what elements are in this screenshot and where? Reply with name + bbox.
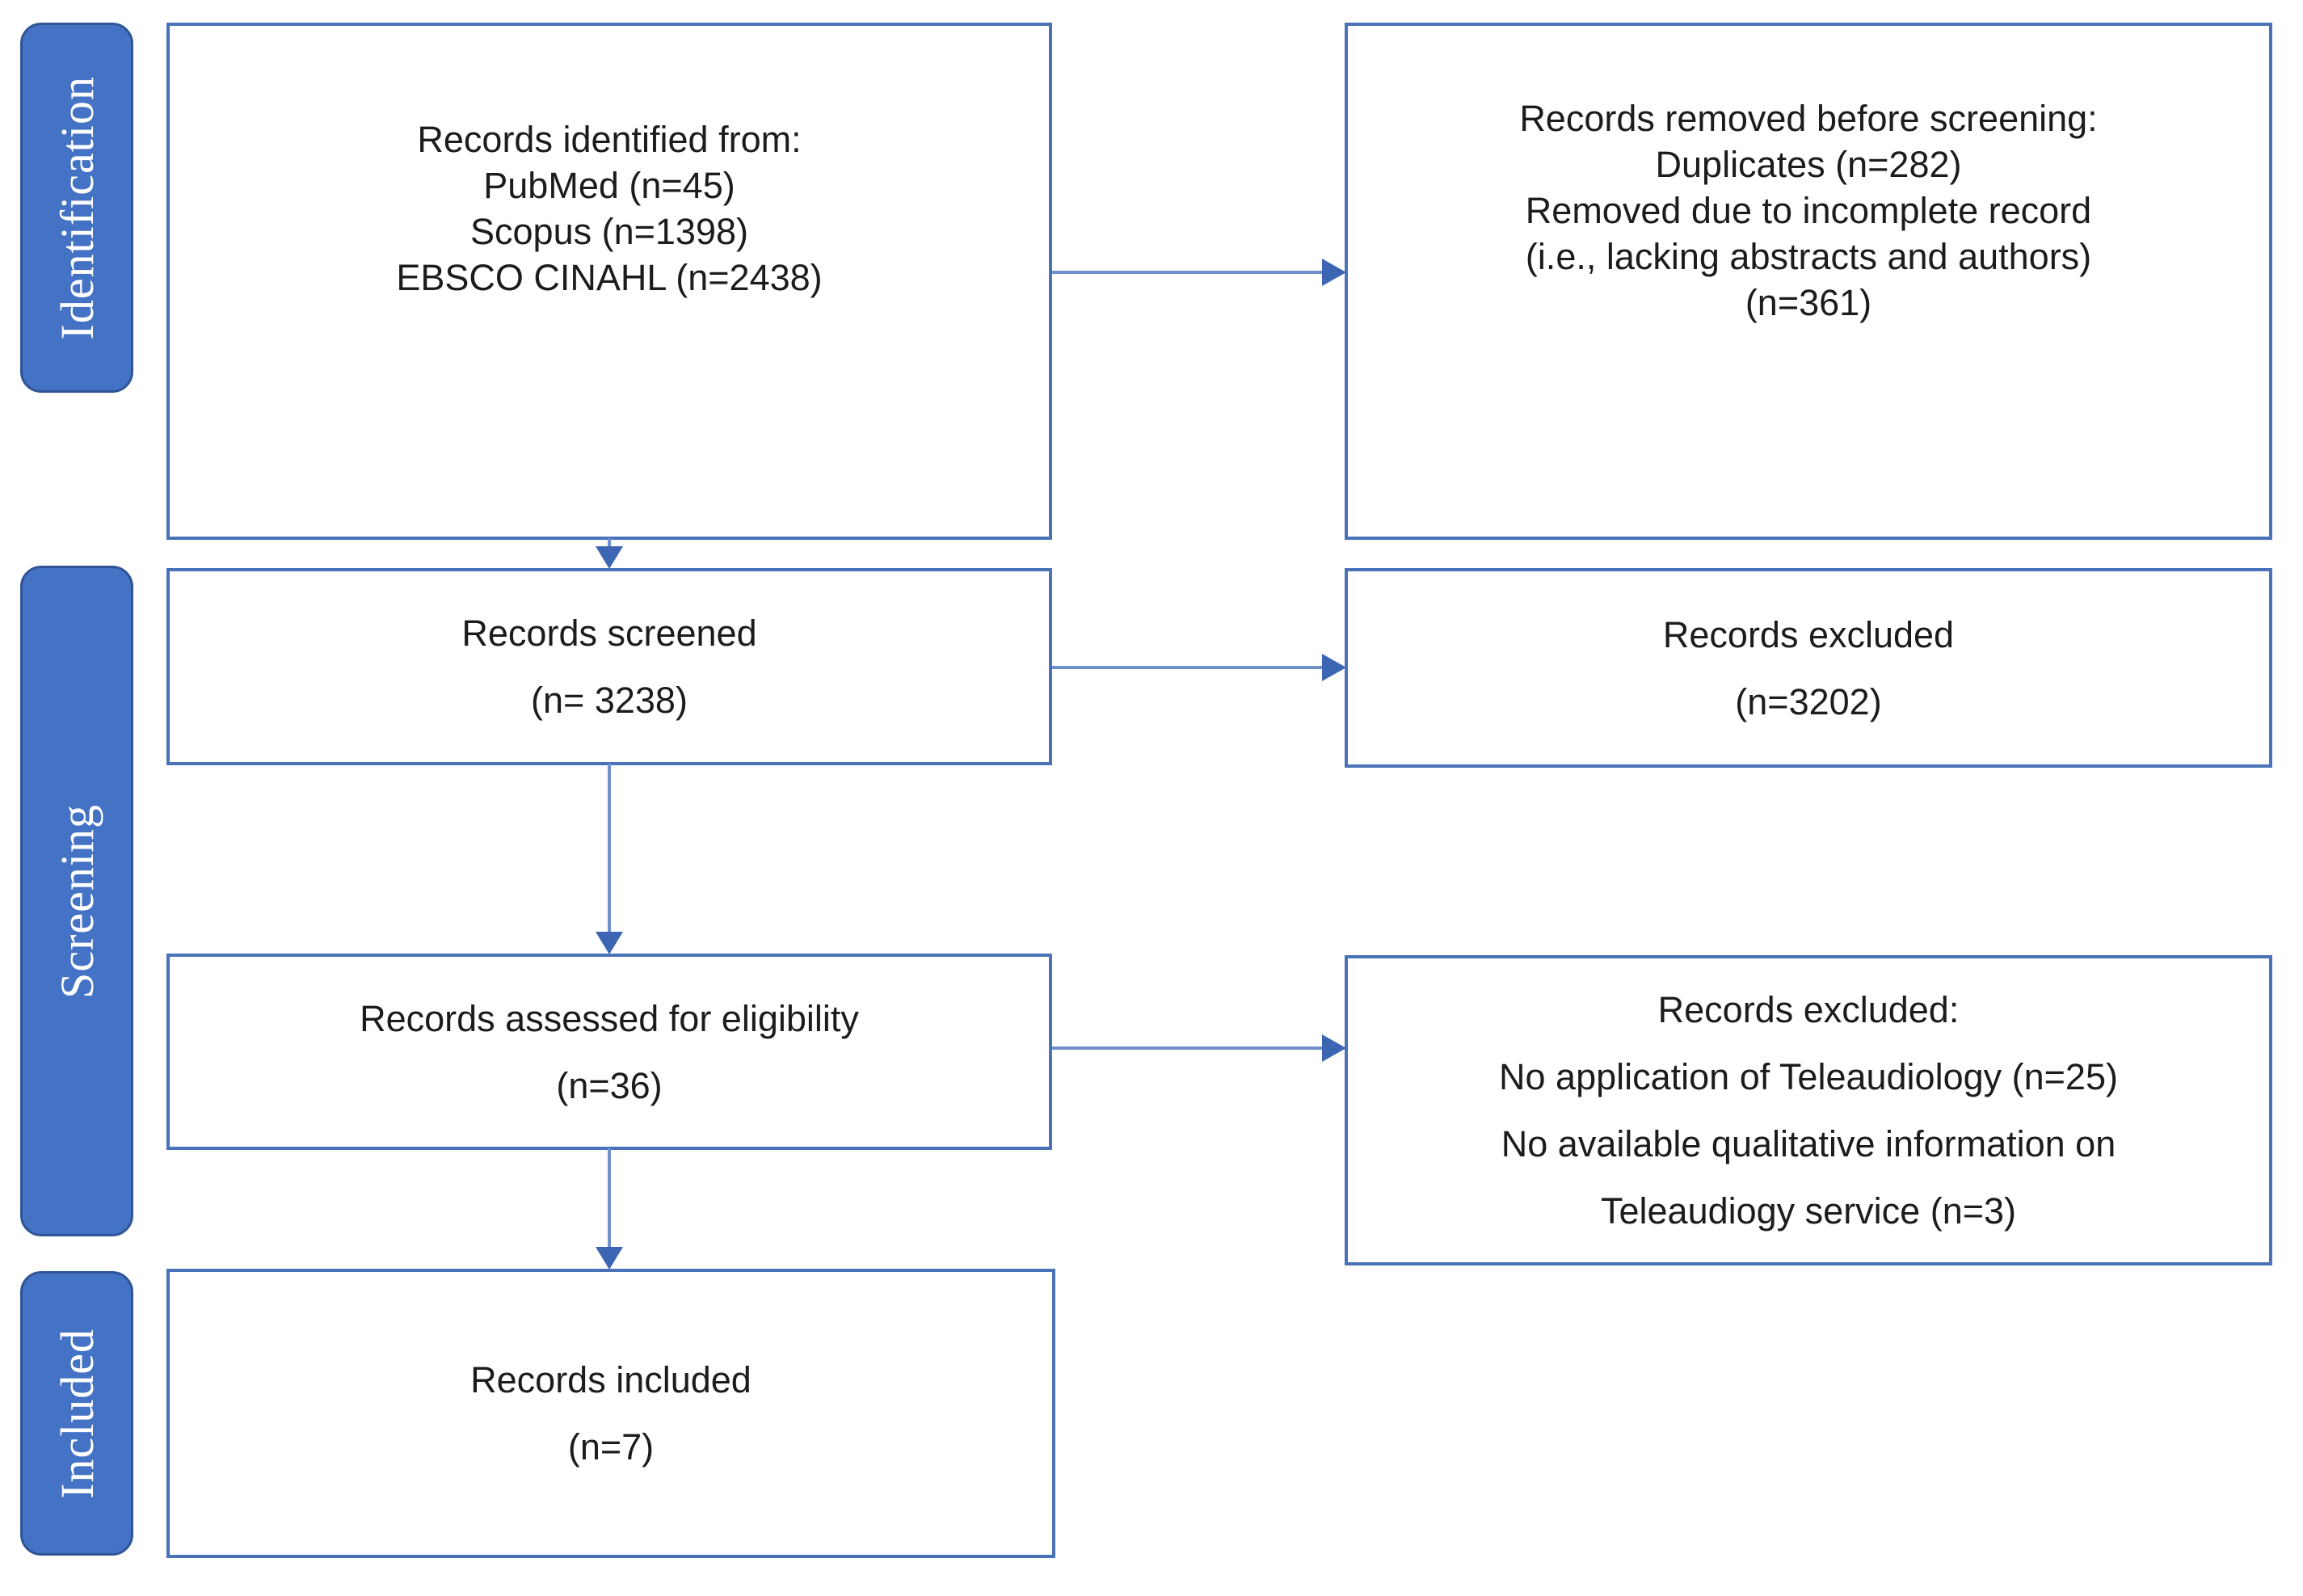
box-line: No available qualitative information on [1501, 1123, 2116, 1164]
arrow-line [1052, 271, 1325, 274]
box-records-excluded-screening: Records excluded (n=3202) [1345, 568, 2272, 768]
arrow-head-icon [1322, 654, 1346, 681]
box-line: Records included [470, 1359, 752, 1400]
stage-screening: Screening [20, 566, 133, 1236]
box-line: No application of Teleaudiology (n=25) [1499, 1056, 2118, 1097]
box-line: Records removed before screening: [1519, 98, 2098, 139]
box-records-included: Records included (n=7) [166, 1269, 1055, 1558]
box-line: (n= 3238) [531, 680, 688, 721]
box-line: (n=361) [1745, 282, 1872, 323]
box-line: Records screened [461, 613, 757, 654]
stage-included-label: Included [50, 1328, 103, 1499]
box-records-assessed-for-eligibility: Records assessed for eligibility (n=36) [166, 954, 1052, 1150]
box-line: (n=7) [567, 1426, 655, 1468]
box-line: Duplicates (n=282) [1655, 144, 1962, 185]
arrow-head-icon [596, 932, 623, 954]
stage-screening-label: Screening [50, 803, 103, 999]
box-line: PubMed (n=45) [483, 165, 735, 206]
stage-included: Included [20, 1271, 133, 1556]
arrow-head-icon [1322, 259, 1346, 286]
box-records-removed-before-screening: Records removed before screening: Duplic… [1345, 23, 2272, 540]
arrow-line [608, 764, 611, 935]
arrow-head-icon [596, 546, 623, 569]
box-records-excluded-eligibility: Records excluded: No application of Tele… [1345, 955, 2272, 1265]
arrow-line [608, 538, 611, 551]
stage-identification-label: Identification [50, 75, 103, 340]
box-line: Teleaudiogy service (n=3) [1600, 1190, 2017, 1232]
box-line: EBSCO CINAHL (n=2438) [396, 257, 823, 298]
box-line: (n=3202) [1735, 680, 1882, 722]
box-line: (n=36) [556, 1064, 663, 1106]
box-records-identified: Records identified from: PubMed (n=45) S… [166, 23, 1052, 540]
arrow-line [1052, 1046, 1325, 1050]
arrow-head-icon [596, 1247, 623, 1270]
arrow-head-icon [1322, 1034, 1346, 1062]
box-line: Scopus (n=1398) [470, 211, 748, 252]
box-line: (i.e., lacking abstracts and authors) [1525, 236, 2092, 277]
arrow-line [1052, 666, 1325, 669]
stage-identification: Identification [20, 23, 133, 393]
box-line: Records excluded [1662, 613, 1955, 655]
box-line: Removed due to incomplete record [1525, 190, 2092, 231]
box-line: Records identified from: [417, 119, 802, 160]
box-line: Records excluded: [1657, 989, 1960, 1030]
box-records-screened: Records screened (n= 3238) [166, 568, 1052, 765]
box-line: Records assessed for eligibility [360, 997, 859, 1039]
arrow-line [608, 1148, 611, 1250]
